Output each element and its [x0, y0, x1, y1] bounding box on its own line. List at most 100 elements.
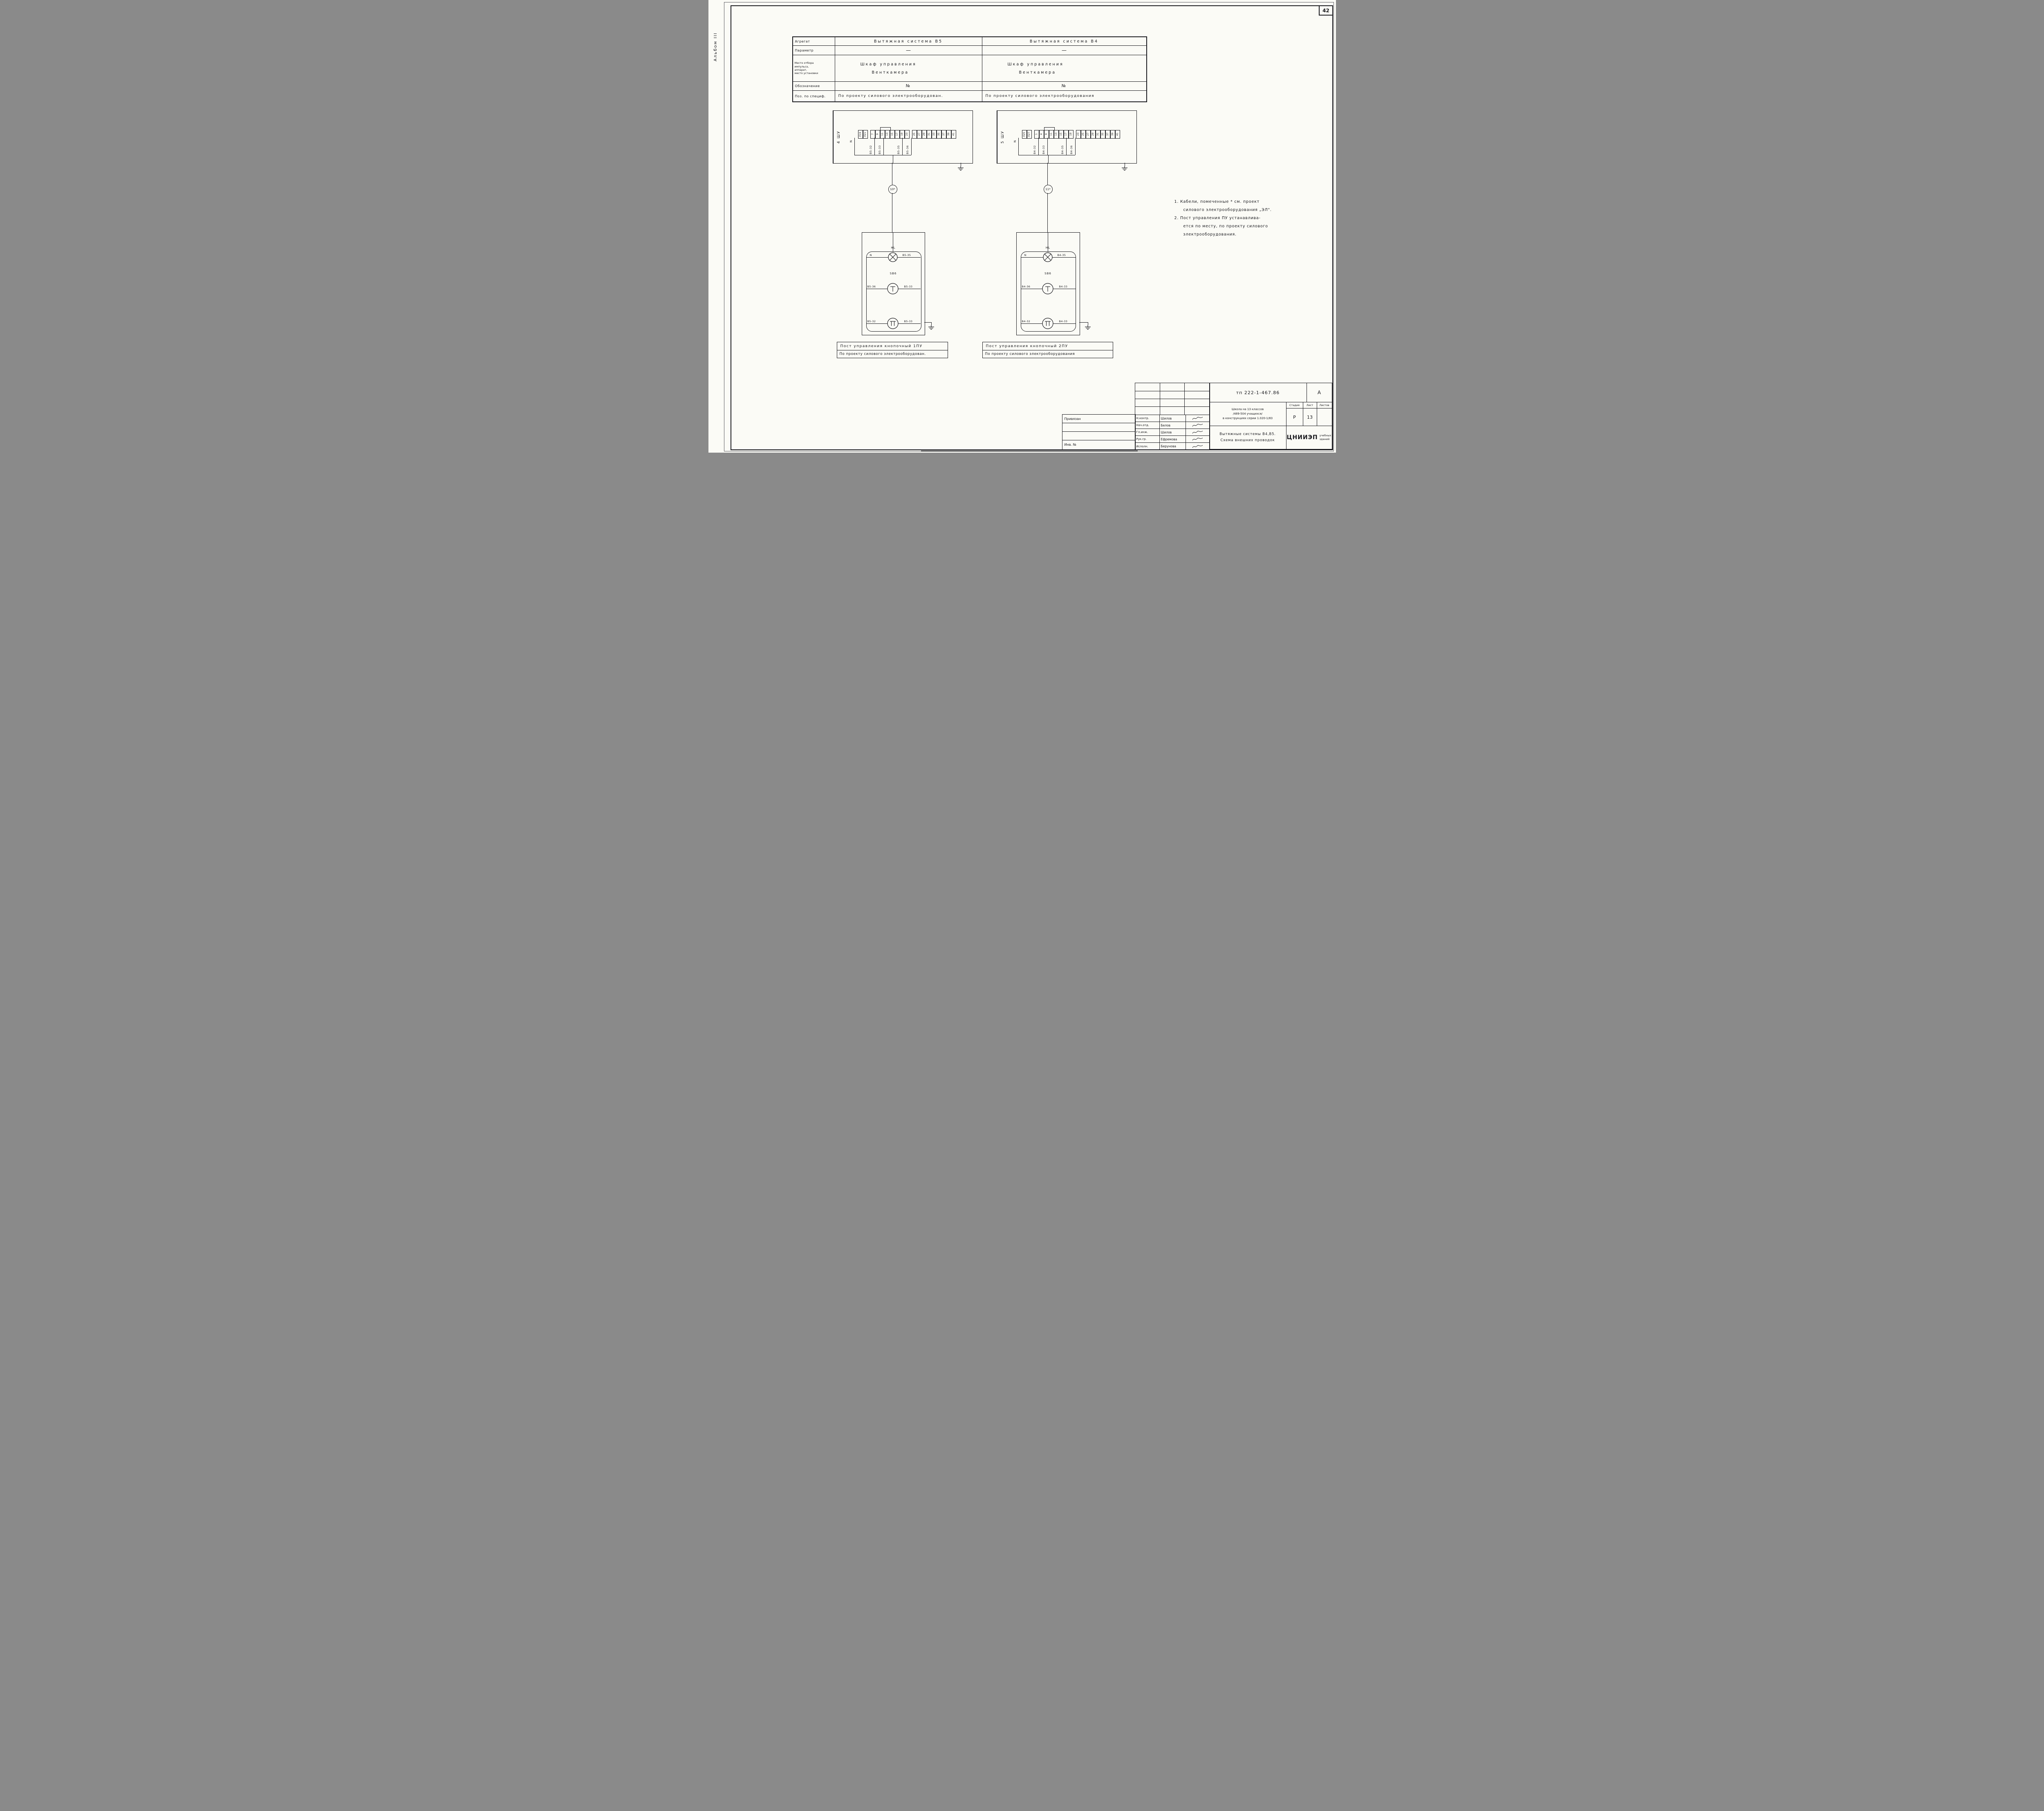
signature-cell	[1186, 443, 1210, 450]
spec-b5-system: Вытяжная система В5	[835, 37, 982, 46]
wire-label: В5-32	[867, 320, 876, 323]
terminal-cell: 11	[1049, 130, 1054, 139]
signature-row: Исполн. Берунова	[1135, 443, 1210, 450]
sheet-value: 13	[1303, 408, 1317, 426]
role-label: Исполн.	[1135, 443, 1160, 450]
terminal-cell: 41	[1115, 130, 1120, 139]
spec-b4-mesto: Шкаф управления Венткамера	[982, 55, 1146, 82]
signature-row: Н.контр. Шилов	[1135, 415, 1210, 422]
signature-cell	[1186, 429, 1210, 435]
role-label: Гл.инж.	[1135, 429, 1160, 435]
wire-label-n: N	[869, 254, 872, 257]
revision-grid	[1135, 383, 1210, 415]
grid-line	[1184, 383, 1185, 415]
wire-label: В4-33	[1058, 320, 1068, 323]
terminal-cell: 19	[899, 130, 905, 139]
terminal-cell: 23	[904, 130, 910, 139]
terminal-cell: 15	[890, 130, 895, 139]
terminal-jumper	[1044, 127, 1055, 130]
cable-label: В4-33	[1042, 145, 1045, 154]
drawing-subject-line: Вытяжные системы В4,В5.	[1219, 432, 1276, 436]
terminal-cell: 35	[1100, 130, 1105, 139]
ground-icon	[1085, 325, 1091, 330]
person-name: Шилов	[1160, 415, 1186, 422]
revision-letter: А	[1317, 390, 1321, 395]
signature-icon	[1192, 417, 1203, 420]
cable-label: В4-36	[1069, 145, 1073, 154]
terminal-cell: 27	[1085, 130, 1091, 139]
terminal-cell: 4	[1039, 130, 1044, 139]
signature-cell	[1186, 415, 1210, 422]
wire-label: В5-33	[903, 320, 913, 323]
person-name: Берунова	[1160, 443, 1186, 450]
caption-note: По проекту силового электрооборудования	[985, 352, 1075, 356]
ground-stub	[1079, 322, 1088, 323]
sheets-header: Листов	[1319, 404, 1329, 407]
terminal-cell: 29	[921, 130, 927, 139]
spec-b4-oboznachenie: №	[982, 82, 1146, 91]
signature-icon	[1192, 424, 1203, 427]
privyazan-row	[1062, 432, 1135, 440]
page-number: 42	[1322, 7, 1329, 13]
cable-line	[1047, 163, 1048, 185]
lamp-designator: HL	[891, 246, 896, 249]
spec-row-label-parametr: Параметр	[793, 46, 835, 55]
drawing-sheet: 42 Альбом III Агрегат Вытяжная система В…	[708, 0, 1336, 453]
grid-line	[1135, 406, 1210, 407]
ground-stub	[924, 322, 931, 323]
spec-b4-parametr: —	[982, 46, 1146, 55]
titleblock-middle: Н.контр. Шилов Нач.отд. Белов Гл.инж. Ши	[1134, 383, 1210, 450]
role-label: Нач.отд.	[1135, 422, 1160, 429]
titleblock-subject-row: Вытяжные системы В4,В5.Схема внешних про…	[1210, 426, 1332, 449]
cable-loop	[1020, 251, 1076, 332]
cable-label: В5-35	[896, 145, 900, 154]
terminal-cell: 15	[1058, 130, 1064, 139]
spec-row-label-mesto: Место отбора импульса, аппарат, место ус…	[793, 55, 835, 82]
organization-subname-line: зданий	[1319, 438, 1330, 441]
terminal-jumper	[880, 127, 891, 130]
signature-icon	[1192, 431, 1203, 434]
neutral-label: N	[849, 140, 853, 143]
project-name: Школа на 13 классов/489-504 учащихся/в к…	[1210, 402, 1286, 426]
terminal-cell: 41	[951, 130, 956, 139]
signature-row: Гл.инж. Шилов	[1135, 429, 1210, 436]
terminal-cell: 13	[885, 130, 890, 139]
push-button-icon	[887, 283, 899, 294]
project-name-line: Школа на 13 классов	[1231, 408, 1264, 411]
lamp-designator: HL	[1045, 246, 1051, 249]
terminal-cell: 25	[912, 130, 917, 139]
cable-label: В5-33	[878, 145, 881, 154]
terminal-cell: Л27	[1026, 130, 1032, 139]
signature-row: Нач.отд. Белов	[1135, 422, 1210, 429]
terminal-cell: Л21	[863, 130, 868, 139]
titleblock-project-row: Школа на 13 классов/489-504 учащихся/в к…	[1209, 402, 1332, 426]
terminal-cell: 37	[941, 130, 946, 139]
terminal-cell: 9	[875, 130, 880, 139]
terminal-cell: 39	[946, 130, 951, 139]
signature-cell	[1186, 422, 1210, 429]
stage-value-row: Р 13	[1286, 408, 1332, 426]
note-line: силового электрооборудования „ЭЛ".	[1183, 208, 1272, 212]
terminal-cell: 17	[1063, 130, 1069, 139]
caption-post-2: Пост управления кнопочный 2ПУ По проекту…	[982, 342, 1113, 358]
stage-table: Стадия Лист Листов Р 13	[1286, 402, 1332, 426]
button-designator: SB6	[1044, 272, 1051, 275]
cable-exit-line	[1048, 155, 1049, 163]
note-line: 1. Кабели, помеченные * см. проект	[1174, 200, 1260, 204]
wire-label: В5-33	[903, 285, 913, 288]
spec-b4-system: Вытяжная система В4	[982, 37, 1146, 46]
terminal-cell: 31	[1095, 130, 1100, 139]
sheets-value	[1317, 408, 1332, 426]
spec-row-label-oboznachenie: Обозначение	[793, 82, 835, 91]
notes: 1. Кабели, помеченные * см. проект силово…	[1174, 198, 1330, 239]
terminal-cell: 23	[1076, 130, 1081, 139]
terminal-cell: 19	[1068, 130, 1074, 139]
note-line: ется по месту, по проекту силового	[1183, 224, 1268, 229]
privyazan-row	[1062, 423, 1135, 432]
signature-row: Рук.гр. Ефремова	[1135, 436, 1210, 443]
terminal-cell: 9	[1044, 130, 1049, 139]
doc-number: тп 222-1-467.86	[1210, 383, 1307, 402]
wire-line	[854, 138, 855, 155]
wire-line	[883, 138, 884, 155]
